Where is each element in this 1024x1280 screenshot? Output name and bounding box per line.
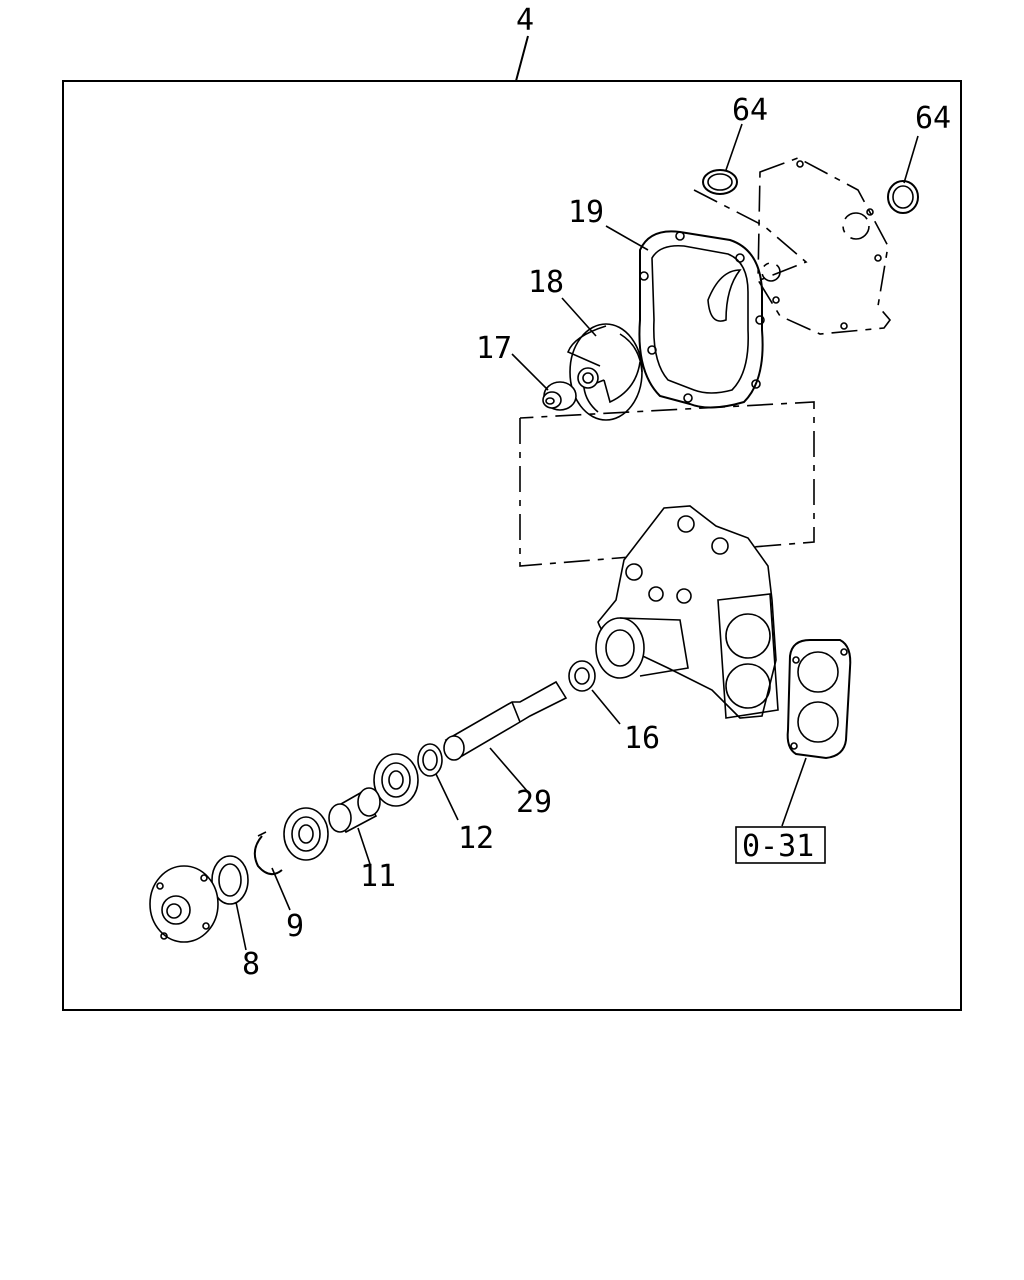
leader-18 <box>561 297 597 337</box>
bearing-large <box>373 753 419 807</box>
bearing-front <box>283 807 329 861</box>
bearing-16 <box>568 660 596 692</box>
callout-9: 9 <box>286 909 304 944</box>
spacer-11 <box>328 787 381 834</box>
reference-box: 0-31 <box>742 829 814 864</box>
leader-11 <box>357 827 371 865</box>
leader-17 <box>511 353 549 391</box>
callout-19: 19 <box>568 195 604 230</box>
assembly-leader <box>515 35 529 82</box>
rear-gasket <box>786 639 852 760</box>
callout-18: 18 <box>528 265 564 300</box>
washer-12 <box>417 743 443 777</box>
shaft-29 <box>443 680 568 761</box>
callout-11: 11 <box>360 859 396 894</box>
rear-cover-plate <box>757 157 892 335</box>
leader-8 <box>235 901 247 951</box>
assembly-frame <box>62 80 962 1011</box>
callout-29: 29 <box>516 785 552 820</box>
leader-19 <box>605 225 649 251</box>
callout-8: 8 <box>242 947 260 982</box>
o-ring-alignment-line <box>693 189 808 281</box>
leader-29 <box>489 747 529 793</box>
assembly-label: 4 <box>516 3 534 38</box>
o-ring-64-left <box>702 169 738 195</box>
leader-12 <box>435 773 459 821</box>
seal-17 <box>542 381 577 411</box>
leader-64a <box>725 123 743 171</box>
callout-17: 17 <box>476 331 512 366</box>
gasket-19 <box>638 230 765 409</box>
impeller-18 <box>566 323 643 421</box>
seal-8 <box>211 855 249 905</box>
leader-64b <box>903 135 919 184</box>
alignment-frame <box>519 401 815 567</box>
reference-box-frame <box>735 826 826 864</box>
leader-16 <box>591 689 621 725</box>
pump-housing <box>595 505 779 719</box>
snap-ring-9 <box>253 831 283 876</box>
leader-9 <box>271 867 291 911</box>
callout-16: 16 <box>624 721 660 756</box>
pulley-hub <box>149 865 219 943</box>
leader-0-31 <box>781 757 807 827</box>
callout-12: 12 <box>458 821 494 856</box>
o-ring-64-right <box>887 180 919 214</box>
callout-64-right: 64 <box>915 101 951 136</box>
callout-64-left: 64 <box>732 93 768 128</box>
